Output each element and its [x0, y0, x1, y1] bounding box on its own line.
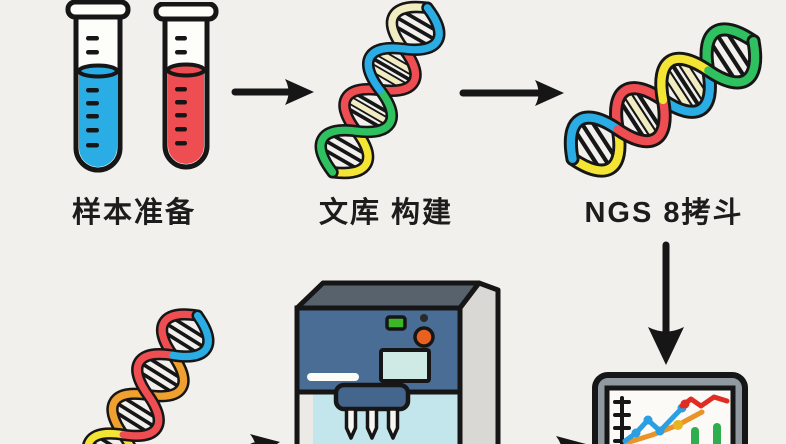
- arrow-down-icon: [648, 241, 684, 365]
- arrow-right-icon: [459, 80, 564, 106]
- dispenser-head: [333, 382, 411, 440]
- base-pair-rungs: [87, 315, 209, 444]
- slot-light: [307, 373, 359, 381]
- test-tube-blue-icon: [65, 0, 131, 173]
- dna-helix-ngs-icon: [538, 0, 786, 205]
- arrow-right-partial-icon: [556, 436, 586, 444]
- small-indicator-dot: [420, 314, 428, 322]
- label-sample-preparation: 样本准备: [71, 197, 196, 229]
- graduation-marks: [86, 36, 99, 148]
- chart-red-series: [679, 394, 730, 409]
- status-led-green: [385, 315, 407, 331]
- chart-green-bars: [691, 423, 721, 444]
- machine-left-trim: [300, 393, 313, 444]
- arrow-right-partial-icon: [250, 434, 280, 444]
- chart-orange-series: [623, 409, 705, 444]
- base-pair-rungs: [319, 9, 441, 171]
- machine-display: [379, 348, 431, 383]
- dna-helix-library-icon: [291, 0, 469, 200]
- monitor-line-chart-icon: [592, 372, 748, 444]
- dna-helix-sample-icon: [58, 287, 238, 444]
- test-tube-red-icon: [153, 2, 219, 170]
- power-button: [413, 326, 435, 348]
- graduation-marks: [175, 36, 187, 146]
- label-library-construction: 文库 构建: [318, 197, 454, 229]
- chart-axis: [613, 396, 631, 444]
- base-pair-rungs: [572, 28, 754, 172]
- label-ngs-sequencing: NGS 8拷斗: [584, 197, 744, 229]
- arrow-right-icon: [231, 79, 314, 105]
- sequencing-machine-icon: [294, 280, 501, 444]
